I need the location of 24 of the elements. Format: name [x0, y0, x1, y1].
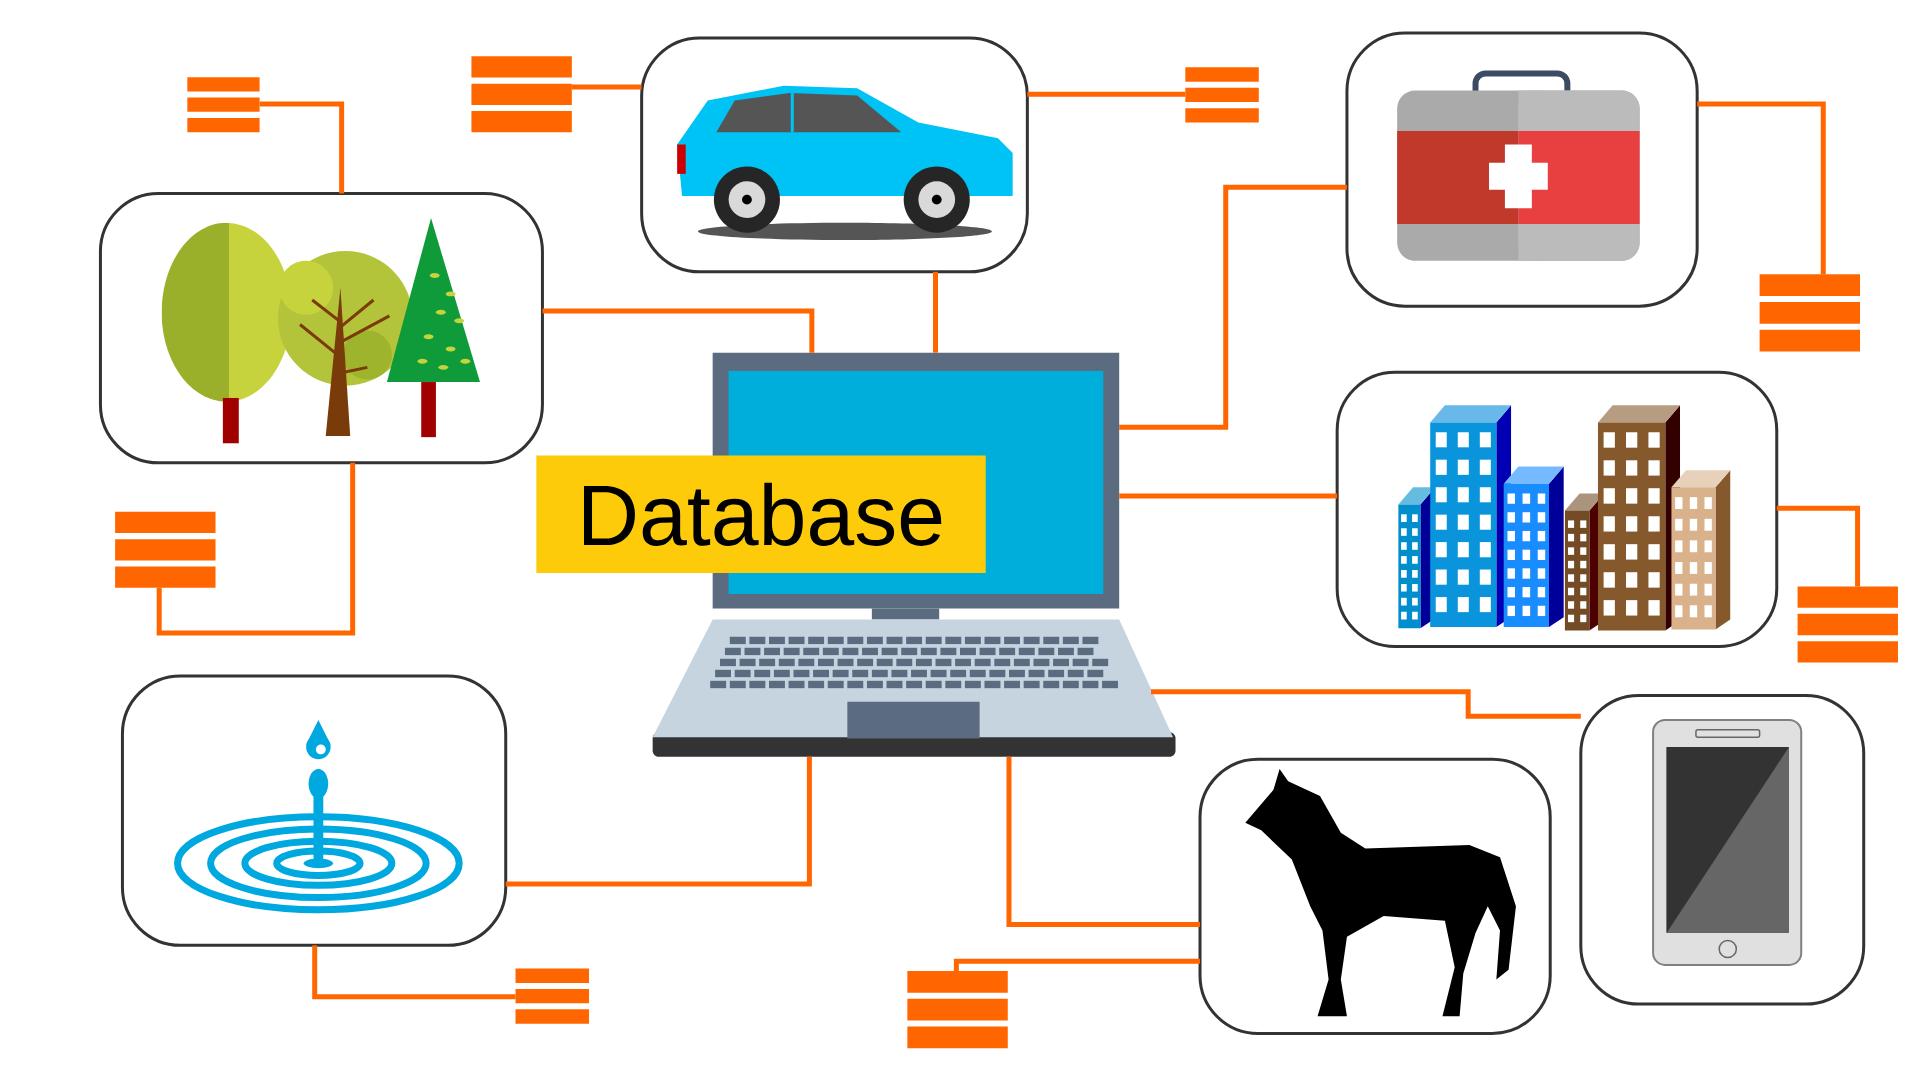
label-box: Database [536, 455, 986, 574]
connector-line [1776, 505, 1861, 587]
connector-line [1151, 689, 1581, 719]
bar-stack-icon [1797, 586, 1898, 663]
bar-stack-icon [907, 971, 1008, 1049]
connector-line [1006, 756, 1200, 927]
bar-stack-icon [515, 968, 589, 1024]
connector-line [953, 958, 1200, 972]
connector-line [542, 308, 815, 353]
bar-stack-icon [1185, 67, 1259, 123]
bar-stack-icon [471, 56, 572, 133]
bar-stack-icon [187, 77, 260, 133]
connector-line [312, 945, 516, 1000]
bar-stack-icon [115, 511, 216, 588]
connector-line [1697, 101, 1826, 275]
connector-line [571, 84, 642, 90]
connector-line [1027, 91, 1186, 97]
connector-line [505, 756, 812, 887]
bar-stack-icon [1759, 274, 1860, 352]
connector-line [1119, 493, 1338, 499]
connector-line [933, 271, 938, 353]
connector-line [1119, 184, 1347, 430]
connector-line [259, 101, 345, 194]
connector-line [156, 462, 356, 636]
